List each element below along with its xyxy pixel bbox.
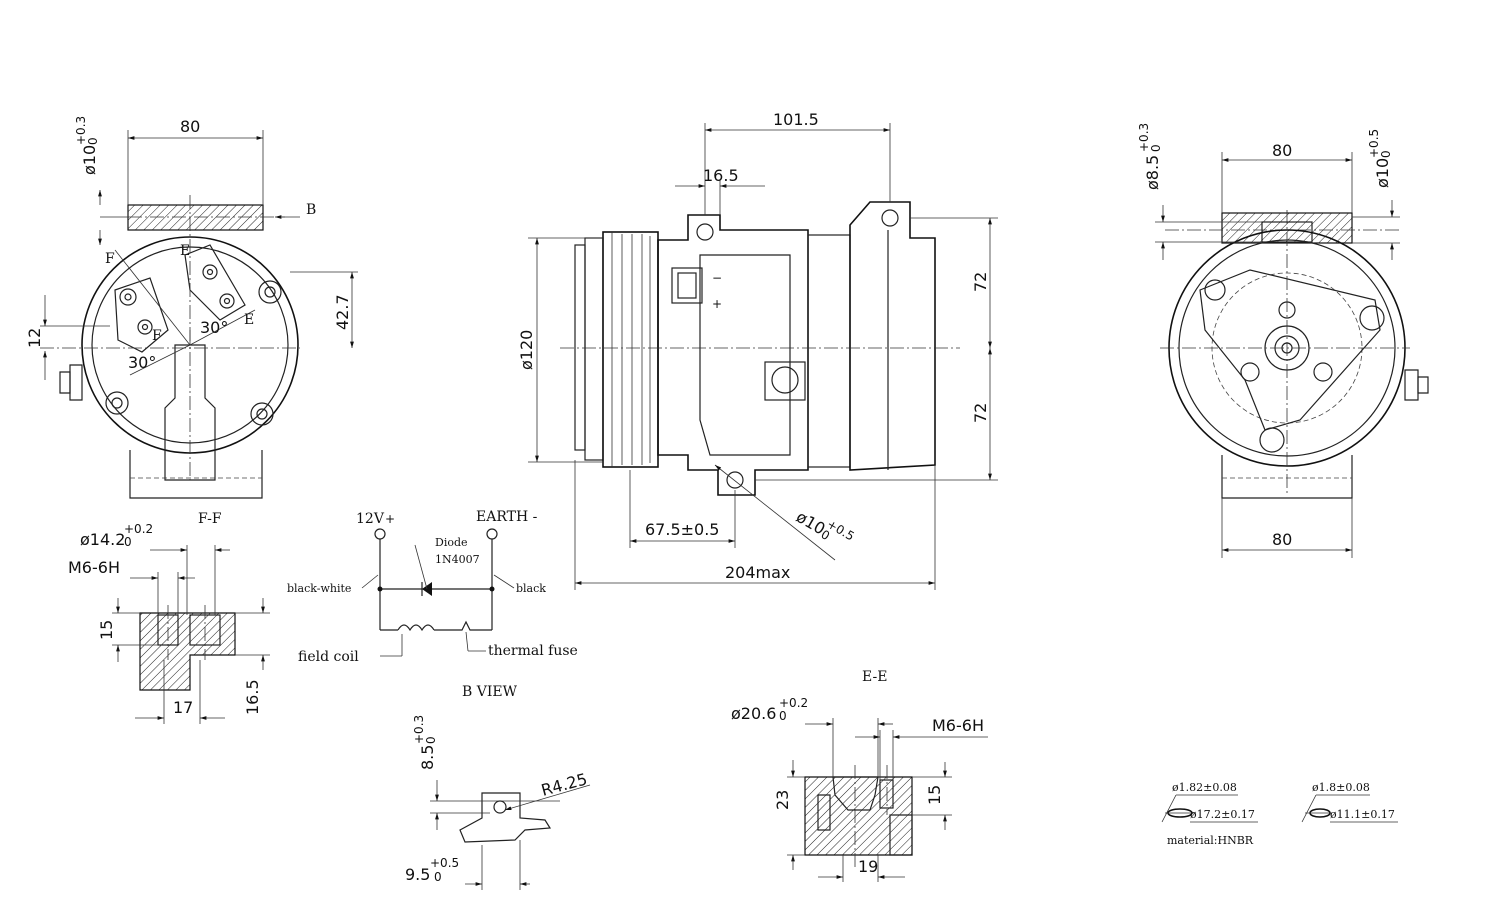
front-label-e2: E — [244, 312, 254, 328]
side-dim-lower: 72 — [971, 403, 990, 423]
ff-dim-17: 17 — [173, 698, 193, 717]
oring-1-id: ø17.2±0.17 — [1190, 808, 1255, 821]
rear-dim-hole-left-tol-lower: 0 — [1149, 144, 1163, 152]
section-ee-detail: E-E ø20.6 +0.2 0 M6-6H 23 15 — [731, 669, 988, 882]
ee-dim-23: 23 — [773, 790, 792, 810]
ff-dim-thread: M6-6H — [68, 558, 120, 577]
oring-2-section: ø1.8±0.08 — [1312, 781, 1370, 794]
front-mount-plate-right — [184, 244, 246, 321]
front-label-e1: E — [180, 243, 190, 259]
ee-dim-dia-tol-upper: +0.2 — [779, 696, 808, 710]
circuit-field-coil: field coil — [298, 649, 359, 665]
rear-dim-hole-right: ø10 — [1373, 158, 1392, 188]
b-view-dim-hole-tol-lower: 0 — [424, 736, 438, 744]
circuit-earth: EARTH - — [476, 509, 538, 525]
side-dim-upper: 72 — [971, 272, 990, 292]
front-dim-offset: 12 — [25, 328, 44, 348]
rear-dim-width-top: 80 — [1272, 141, 1292, 160]
rear-view: 80 80 ø8.5 +0.3 0 ø10 +0.5 0 — [1137, 123, 1429, 558]
ee-title: E-E — [862, 669, 887, 685]
oring-1-section: ø1.82±0.08 — [1172, 781, 1237, 794]
front-dim-hole-tol-upper: +0.3 — [74, 116, 88, 145]
b-view-dim-hole: 8.5 — [418, 745, 437, 770]
side-dim-length-top: 101.5 — [773, 110, 819, 129]
side-view: − + 101.5 16.5 ø120 72 72 67.5±0.5 — [517, 110, 998, 590]
side-rear-housing — [849, 201, 936, 471]
rear-dim-hole-right-tol-lower: 0 — [1379, 150, 1393, 158]
b-view-dim-width-tol-lower: 0 — [434, 870, 442, 884]
o-rings: ø1.82±0.08 ø17.2±0.17 material:HNBR ø1.8… — [1161, 781, 1398, 847]
front-top-ear — [127, 204, 264, 231]
circuit-supply: 12V — [356, 511, 385, 527]
side-front-housing — [657, 214, 809, 496]
ff-dim-16-5: 16.5 — [243, 679, 262, 715]
side-plus: + — [712, 297, 722, 311]
ff-dim-dia-tol-lower: 0 — [124, 535, 132, 549]
rear-dim-hole-left-tol-upper: +0.3 — [1137, 123, 1151, 152]
front-section-label: F-F — [198, 511, 222, 527]
front-label-f2: F — [152, 328, 162, 344]
rear-clutch-plate — [1199, 269, 1381, 431]
rear-dim-hole-right-tol-upper: +0.5 — [1367, 129, 1381, 158]
front-dim-hole-tol-lower: 0 — [86, 137, 100, 145]
rear-dim-width-bottom: 80 — [1272, 530, 1292, 549]
front-view: 80 ø10 +0.3 0 B 42.7 12 30° 30° E E F F … — [25, 116, 358, 527]
b-view-dim-hole-tol-upper: +0.3 — [412, 715, 426, 744]
circuit-wire-left: black-white — [287, 582, 351, 595]
ff-dim-15: 15 — [97, 620, 116, 640]
front-bottom-foot — [129, 450, 263, 499]
circuit-diode: Diode — [435, 536, 468, 549]
side-dim-pulley: ø120 — [517, 330, 536, 370]
side-minus: − — [712, 271, 722, 285]
b-view-dim-width: 9.5 — [405, 865, 430, 884]
front-label-f1: F — [105, 251, 115, 267]
oring-2-id: ø11.1±0.17 — [1330, 808, 1395, 821]
circuit-thermal-fuse: thermal fuse — [488, 643, 578, 659]
b-view-dim-radius: R4.25 — [539, 769, 589, 799]
ee-dim-dia-tol-lower: 0 — [779, 709, 787, 723]
circuit-wire-right: black — [516, 582, 546, 595]
front-dim-width: 80 — [180, 117, 200, 136]
circuit-supply-sign: + — [385, 512, 395, 526]
ff-dim-dia: ø14.2 — [80, 530, 125, 549]
front-dim-height: 42.7 — [333, 294, 352, 330]
ff-dim-dia-tol-upper: +0.2 — [124, 522, 153, 536]
front-angle-2: 30° — [128, 353, 156, 372]
rear-dim-hole-left: ø8.5 — [1143, 155, 1162, 190]
front-angle-1: 30° — [200, 318, 228, 337]
ee-dim-15: 15 — [925, 785, 944, 805]
b-view-title: B VIEW — [462, 684, 518, 700]
oring-material: material:HNBR — [1167, 834, 1254, 847]
front-label-b: B — [306, 202, 316, 218]
ee-dim-thread: M6-6H — [932, 716, 984, 735]
b-view-dim-width-tol-upper: +0.5 — [430, 856, 459, 870]
front-mount-plate-left — [114, 277, 169, 353]
side-dim-small: 16.5 — [703, 166, 739, 185]
wiring-diagram: 12V + EARTH - Diode 1N4007 black-white b… — [287, 509, 578, 665]
ee-dim-19: 19 — [858, 857, 878, 876]
circuit-diode-model: 1N4007 — [435, 553, 480, 566]
b-view: B VIEW 8.5 +0.3 0 R4.25 9.5 +0.5 0 — [405, 684, 591, 890]
side-dim-overall: 204max — [725, 563, 790, 582]
section-ff-detail: ø14.2 +0.2 0 M6-6H 15 16.5 17 — [68, 522, 270, 724]
ee-dim-dia: ø20.6 — [731, 704, 776, 723]
side-dim-mount: 67.5±0.5 — [645, 520, 719, 539]
front-dim-hole: ø10 — [80, 145, 99, 175]
